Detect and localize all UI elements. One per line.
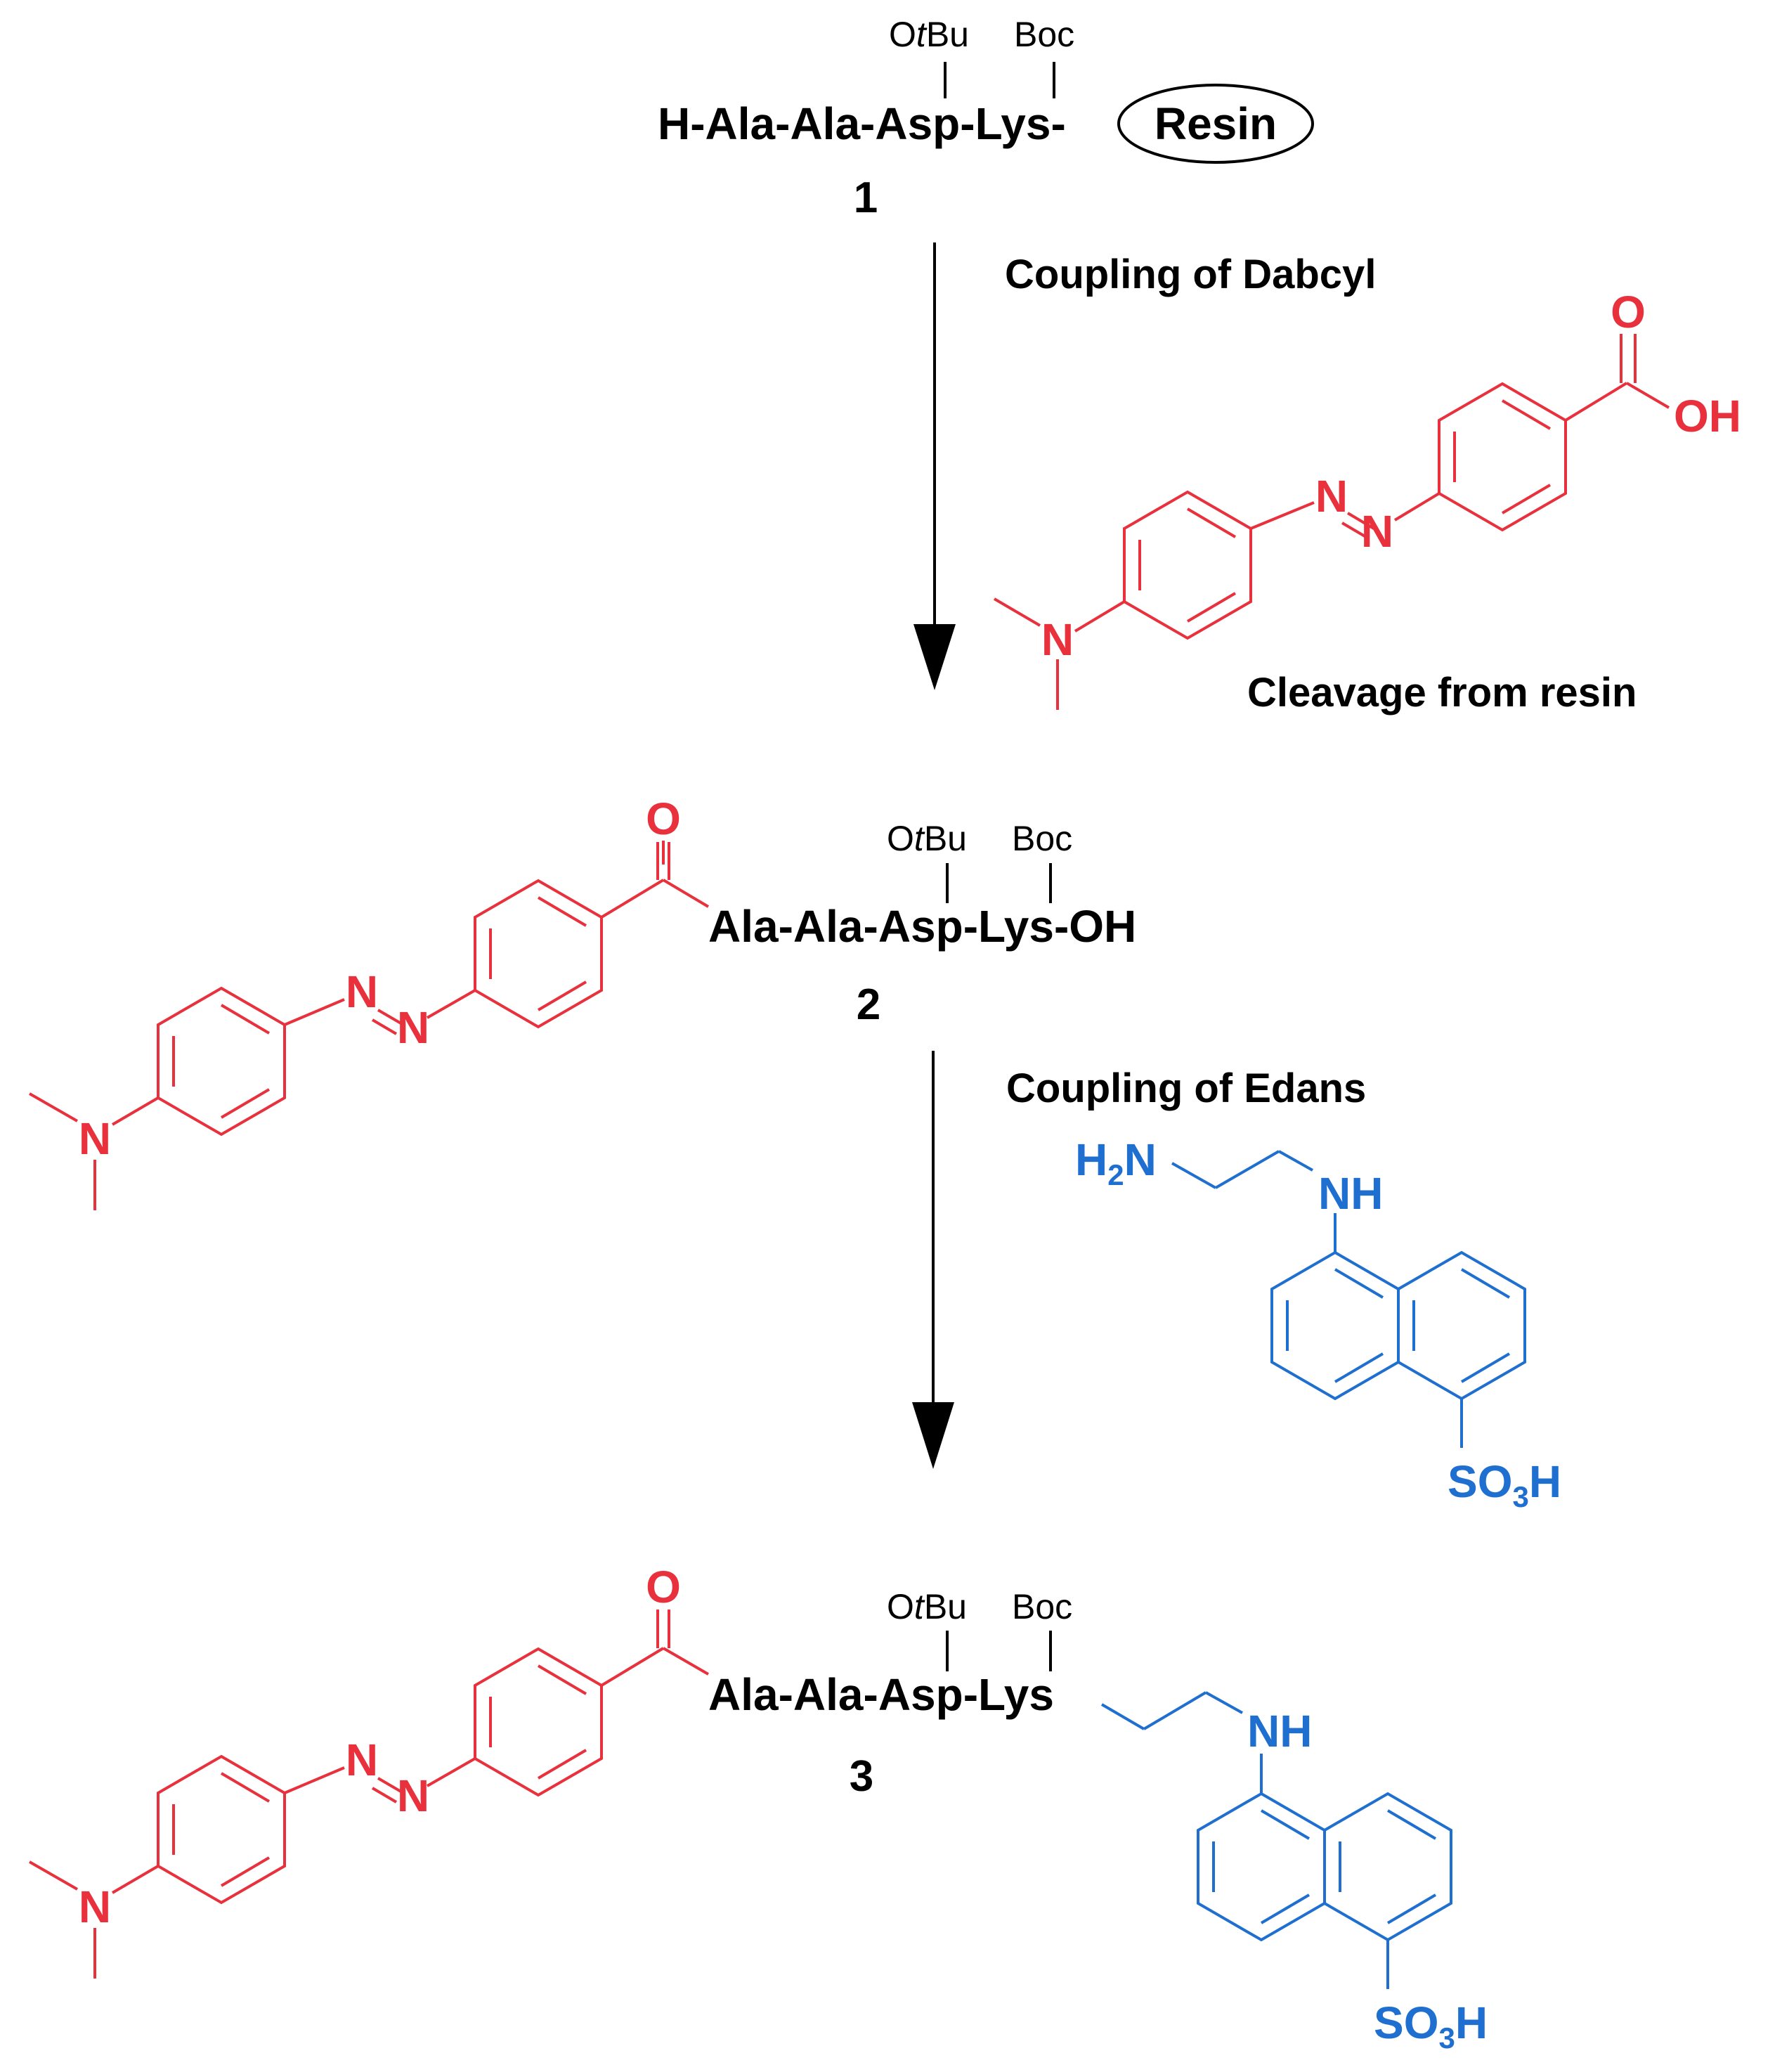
dabcyl-amine-n: N <box>1041 614 1074 665</box>
dabcyl-carbonyl-o: O <box>1611 287 1646 337</box>
step-1-cleavage-label: Cleavage from resin <box>1247 670 1637 716</box>
lys-protecting-group: Boc <box>1012 819 1072 858</box>
compound-number: 3 <box>850 1752 873 1801</box>
lys-protecting-group: Boc <box>1014 15 1074 54</box>
dabcyl-reagent <box>993 334 1670 710</box>
resin-bead <box>1117 84 1314 164</box>
compound-2-azo-n2: N <box>397 1002 429 1053</box>
compound-3-azo-n2: N <box>397 1770 429 1821</box>
reaction-arrow-2 <box>912 1051 954 1469</box>
peptide-sequence: Ala-Ala-Asp-Lys-OH <box>708 901 1136 952</box>
compound-2-dabcyl <box>29 841 710 1210</box>
compound-3-nh: NH <box>1247 1706 1312 1756</box>
compound-3-dabcyl <box>29 1610 710 1979</box>
compound-3-edans <box>1100 1691 1452 1989</box>
compound-1: OtBu Boc H-Ala-Ala-Asp-Lys- Resin 1 <box>658 15 1314 222</box>
dabcyl-atom-labels: O OH N N N <box>1041 287 1741 665</box>
asp-protecting-group: OtBu <box>889 15 969 54</box>
dabcyl-azo-n1: N <box>1315 471 1348 522</box>
compound-number: 2 <box>857 980 880 1029</box>
step-1-label: Coupling of Dabcyl <box>1005 252 1376 297</box>
edans-sulfonic-acid: SO3H <box>1448 1456 1561 1513</box>
edans-reagent <box>1171 1150 1526 1448</box>
compound-3-amine-n: N <box>79 1882 111 1932</box>
compound-2-azo-n1: N <box>346 966 378 1017</box>
compound-3-carbonyl-o: O <box>646 1562 681 1612</box>
peptide-sequence: H-Ala-Ala-Asp-Lys- <box>658 98 1066 149</box>
asp-protecting-group: OtBu <box>887 819 967 858</box>
dabcyl-hydroxyl: OH <box>1674 391 1741 441</box>
reaction-arrow-1 <box>913 242 956 690</box>
peptide-sequence: Ala-Ala-Asp-Lys <box>708 1669 1054 1720</box>
step-2-label: Coupling of Edans <box>1006 1066 1366 1111</box>
edans-amine: H2N <box>1075 1134 1157 1191</box>
lys-protecting-group: Boc <box>1012 1587 1072 1626</box>
compound-3-sulfonic-acid: SO3H <box>1374 1997 1488 2054</box>
compound-2-carbonyl-o: O <box>646 794 681 844</box>
dabcyl-azo-n2: N <box>1361 506 1393 557</box>
compound-2: O N N N OtBu Boc Ala-Ala-Asp-Lys-OH 2 <box>29 794 1136 1210</box>
compound-2-amine-n: N <box>79 1113 111 1164</box>
edans-nh: NH <box>1318 1168 1383 1219</box>
compound-number: 1 <box>854 174 878 222</box>
resin-label: Resin <box>1155 98 1277 149</box>
asp-protecting-group: OtBu <box>887 1587 967 1626</box>
compound-3: O N N N OtBu Boc Ala-Ala-Asp-Lys 3 <box>29 1562 1488 2054</box>
compound-3-azo-n1: N <box>346 1735 378 1785</box>
